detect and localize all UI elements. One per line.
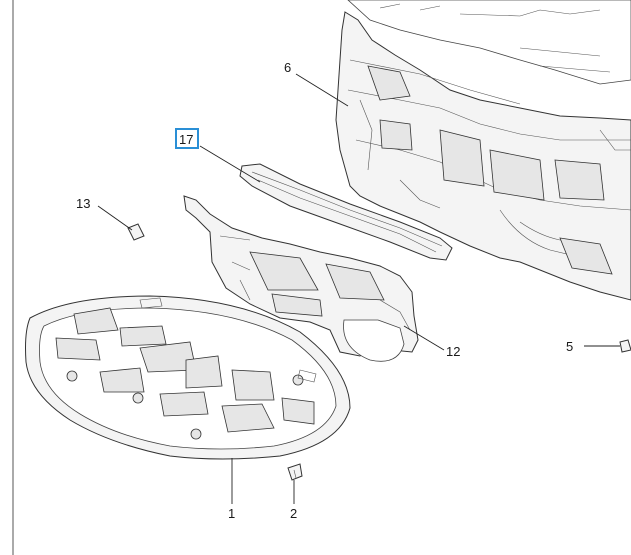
callout-1[interactable]: 1 (228, 506, 235, 521)
callout-12[interactable]: 12 (446, 344, 460, 359)
leader-lines (97, 73, 620, 504)
callout-2[interactable]: 2 (290, 506, 297, 521)
callout-6[interactable]: 6 (284, 60, 291, 75)
callout-17[interactable]: 17 (179, 132, 193, 147)
part-12-dash-insulator[interactable] (183, 195, 419, 362)
part-5-fastener[interactable] (619, 339, 631, 353)
part-2-retainer-clip[interactable] (287, 463, 303, 481)
callout-5[interactable]: 5 (566, 339, 573, 354)
part-1-hood-insulator[interactable] (25, 295, 351, 460)
part-6-dash-panel[interactable] (335, 0, 631, 301)
callout-17-highlight-box (175, 128, 199, 149)
part-13-clip[interactable] (127, 223, 145, 241)
callout-13[interactable]: 13 (76, 196, 90, 211)
part-17-cowl-strip[interactable] (239, 163, 453, 261)
